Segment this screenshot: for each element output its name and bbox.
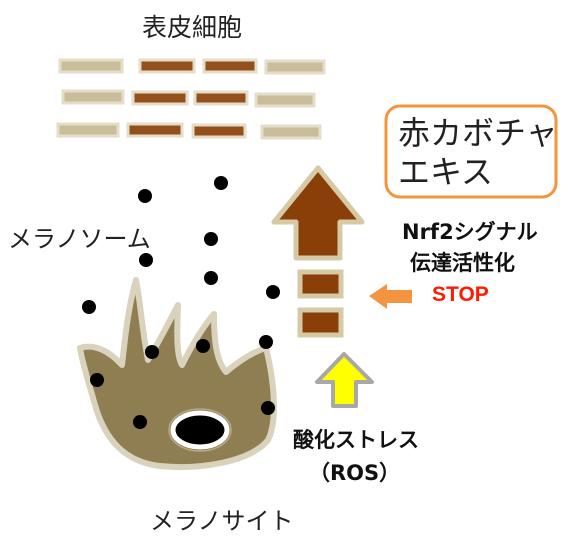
brown-arrow xyxy=(271,165,365,261)
epidermal-cell xyxy=(58,58,124,74)
melanosomes xyxy=(82,176,280,429)
epidermal-cell xyxy=(131,90,189,106)
nucleus-shadow xyxy=(168,408,232,452)
label-nrf2-signal: Nrf2シグナル xyxy=(402,220,538,244)
epidermal-cell xyxy=(56,122,120,138)
epidermal-cell xyxy=(138,58,196,74)
melanosome-dot xyxy=(90,373,104,387)
label-stop: STOP xyxy=(432,283,489,306)
label-melanosome: メラノソーム xyxy=(8,225,151,253)
label-oxidative-stress: 酸化ストレス xyxy=(293,428,419,452)
melanocyte xyxy=(77,277,277,470)
epidermal-cells xyxy=(56,58,326,140)
epidermal-cell xyxy=(193,90,249,106)
melanosome-dot xyxy=(204,232,218,246)
melanosome-dot xyxy=(259,335,273,349)
label-epidermal-cells: 表皮細胞 xyxy=(142,13,243,42)
epidermal-cell xyxy=(61,89,125,105)
melanosome-dot xyxy=(145,345,159,359)
melanosome-dot xyxy=(196,339,210,353)
epidermal-cell xyxy=(202,58,258,74)
melanosome-dot xyxy=(133,415,147,429)
label-extract: 赤カボチャ エキス xyxy=(398,114,558,191)
label-ros: （ROS） xyxy=(309,461,401,485)
yellow-ros-arrow xyxy=(315,352,374,408)
epidermal-cell xyxy=(254,92,316,108)
brown-block-lower xyxy=(297,307,344,338)
melanosome-dot xyxy=(261,401,275,415)
melanosome-dot xyxy=(82,300,96,314)
brown-block-upper xyxy=(297,269,344,299)
melanosome-dot xyxy=(139,253,153,267)
epidermal-cell xyxy=(260,124,322,140)
epidermal-cell xyxy=(264,59,326,75)
melanosome-dot xyxy=(266,285,280,299)
nucleus xyxy=(170,410,230,450)
melanosome-dot xyxy=(214,176,228,190)
melanosome-dot xyxy=(138,189,152,203)
epidermal-cell xyxy=(126,122,184,138)
label-nrf2-activation: 伝達活性化 xyxy=(410,251,515,275)
label-melanocyte: メラノサイト xyxy=(150,507,294,535)
melanosome-dot xyxy=(204,271,218,285)
extract-box xyxy=(384,104,558,199)
orange-stop-arrow xyxy=(369,284,412,309)
epidermal-cell xyxy=(191,123,247,139)
melanin-transport-arrow xyxy=(271,165,365,338)
